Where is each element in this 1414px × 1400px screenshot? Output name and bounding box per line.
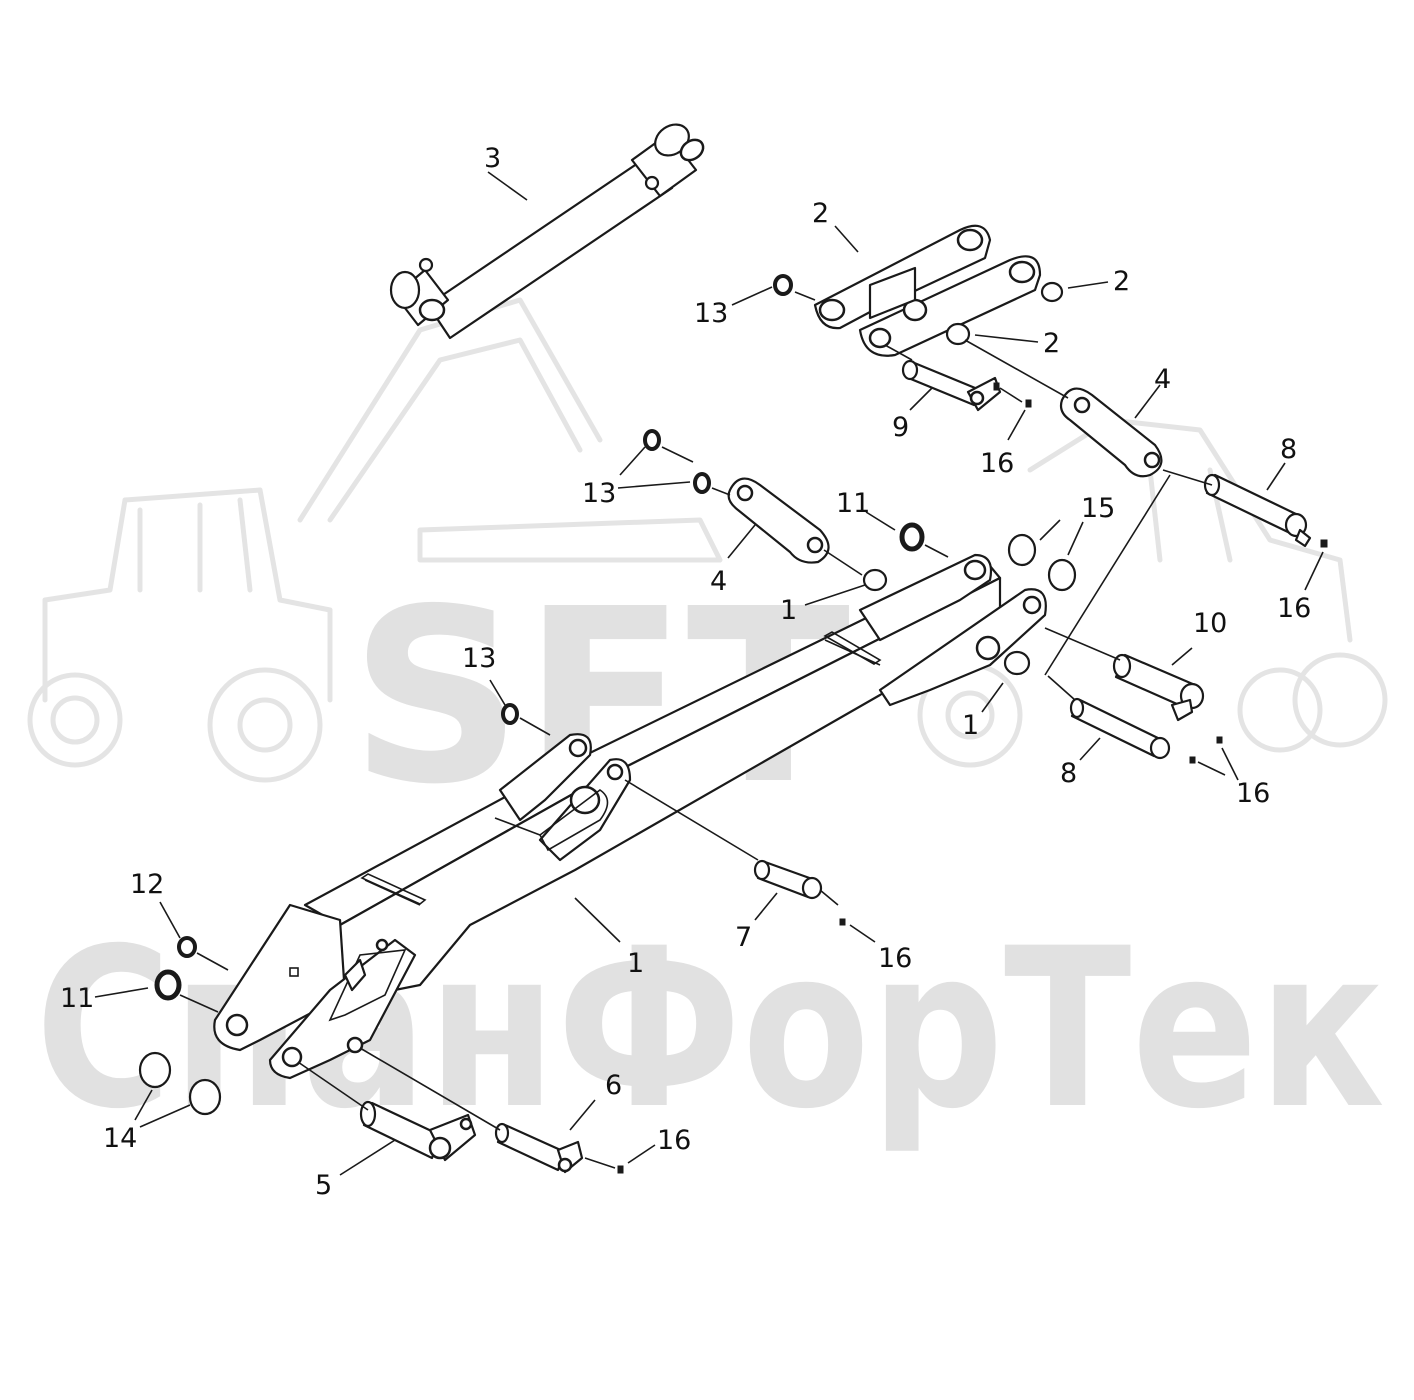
callout-16: 16 [1277, 593, 1311, 624]
bushing [945, 281, 1064, 346]
callout-2: 2 [1113, 266, 1130, 297]
callout-6: 6 [605, 1070, 622, 1101]
callout-5: 5 [315, 1170, 332, 1201]
washer-13-pair [643, 429, 711, 494]
link-plates [813, 224, 1042, 357]
callout-3: 3 [484, 143, 501, 174]
callout-11: 11 [60, 983, 94, 1014]
callout-13: 13 [582, 478, 616, 509]
pin-9 [901, 359, 1002, 412]
pin-5 [359, 1100, 477, 1162]
callout-13: 13 [694, 298, 728, 329]
washer-12 [177, 936, 197, 958]
pin-6 [494, 1122, 584, 1174]
callout-11: 11 [836, 488, 870, 519]
callout-8: 8 [1280, 434, 1297, 465]
boom-1 [213, 553, 1047, 1080]
callout-16: 16 [878, 943, 912, 974]
callout-2: 2 [1043, 328, 1060, 359]
callout-7: 7 [735, 922, 752, 953]
seal-11-lower [154, 969, 182, 1001]
callout-labels: 3 2 2 2 13 9 16 4 8 13 11 15 4 1 16 10 1… [60, 143, 1311, 1201]
pin-8-upper [1203, 473, 1312, 548]
link-4-left [727, 477, 830, 564]
callout-16: 16 [980, 448, 1014, 479]
shim-14 [138, 1051, 222, 1116]
washer-13-top [773, 274, 793, 296]
callout-16: 16 [657, 1125, 691, 1156]
callout-12: 12 [130, 869, 164, 900]
set-screws-16 [617, 382, 1328, 1174]
pin-8-lower [1069, 697, 1171, 760]
callout-4: 4 [710, 566, 727, 597]
callout-15: 15 [1081, 493, 1115, 524]
callout-1: 1 [780, 595, 797, 626]
pin-10 [1112, 653, 1205, 722]
callout-13: 13 [462, 643, 496, 674]
bushing-1 [862, 568, 1031, 676]
washer-13-mid [501, 703, 519, 725]
callout-2: 2 [812, 198, 829, 229]
callout-16: 16 [1236, 778, 1270, 809]
callout-14: 14 [103, 1123, 137, 1154]
leader-lines [94, 171, 1324, 1176]
shim-15 [1007, 533, 1077, 592]
callout-4: 4 [1154, 364, 1171, 395]
callout-1: 1 [627, 948, 644, 979]
hydraulic-cylinder [389, 123, 705, 340]
callout-1: 1 [962, 710, 979, 741]
callout-9: 9 [892, 412, 909, 443]
pin-7 [753, 859, 823, 900]
callout-10: 10 [1193, 608, 1227, 639]
callout-8: 8 [1060, 758, 1077, 789]
link-4-upper [1059, 387, 1163, 478]
seal-11-upper [899, 522, 925, 552]
